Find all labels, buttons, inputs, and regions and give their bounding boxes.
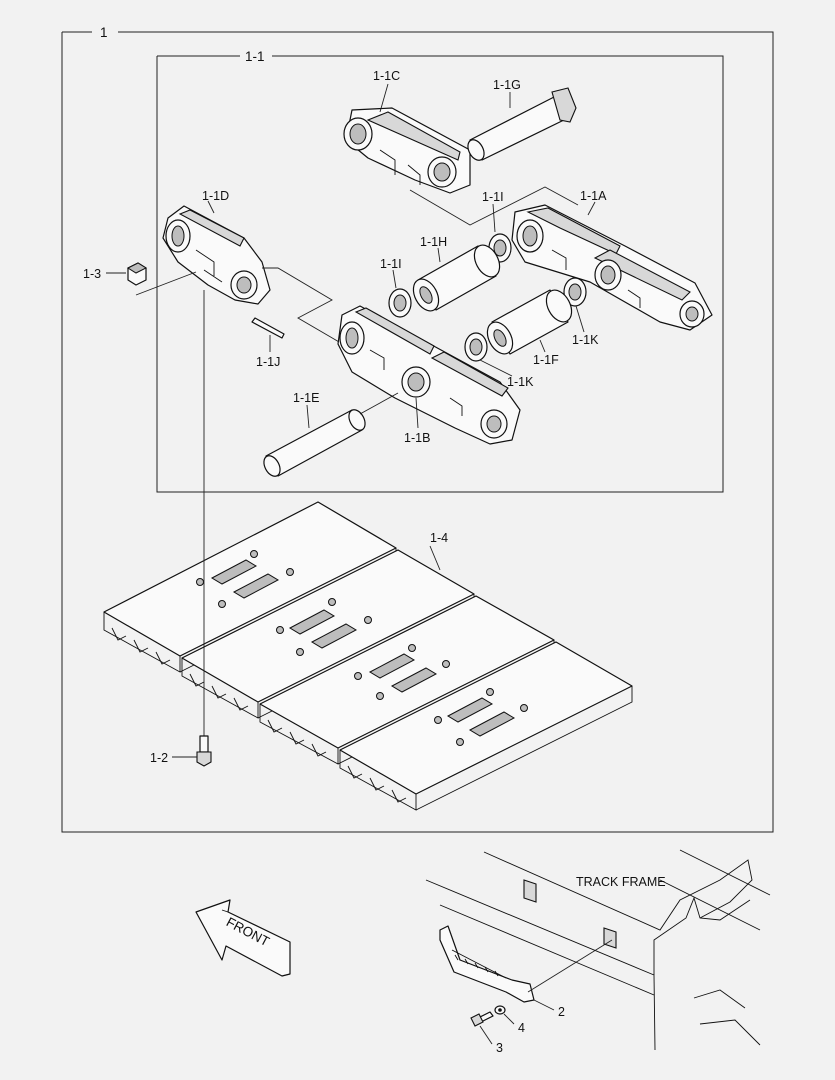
label-link-d: 1-1D: [202, 189, 229, 203]
label-washer: 4: [518, 1021, 525, 1035]
label-seal-i-mid: 1-1I: [380, 257, 402, 271]
sub-assembly-frame: 1-1: [156, 49, 724, 493]
bushing-1-1f: 1-1F: [486, 289, 573, 367]
label-bush-f: 1-1F: [533, 353, 559, 367]
front-direction-arrow: FRONT: [195, 899, 291, 977]
bolt-1-2: 1-2: [150, 290, 212, 767]
label-shoe: 1-4: [430, 531, 448, 545]
track-pin-1-1e: 1-1E: [263, 391, 399, 477]
bushing-1-1h: 1-1H: [412, 235, 501, 312]
bolt-3: 3: [470, 1011, 503, 1055]
track-shoes-1-4: 1-4: [103, 501, 633, 811]
label-nut: 1-3: [83, 267, 101, 281]
label-link-a: 1-1A: [580, 189, 607, 203]
nut-1-3: 1-3: [83, 262, 148, 286]
label-link-b: 1-1B: [404, 431, 430, 445]
label-sub-assembly: 1-1: [245, 49, 265, 64]
seal-ring-1-1i-mid: 1-1I: [380, 257, 412, 318]
label-pin-e: 1-1E: [293, 391, 319, 405]
label-bolt-3: 3: [496, 1041, 503, 1055]
seal-ring-1-1k-right: 1-1K: [563, 277, 599, 347]
label-assembly: 1: [100, 25, 108, 40]
label-bush-h: 1-1H: [420, 235, 447, 249]
track-link-1-1d: 1-1D: [162, 189, 271, 305]
label-track-frame: TRACK FRAME: [576, 875, 666, 889]
seal-ring-1-1k-mid: 1-1K: [464, 332, 534, 389]
label-link-c: 1-1C: [373, 69, 400, 83]
label-pin-g: 1-1G: [493, 78, 521, 92]
label-spring-pin: 1-1J: [256, 355, 280, 369]
label-seal-k-mid: 1-1K: [507, 375, 534, 389]
track-link-1-1c: 1-1C: [343, 69, 471, 194]
label-seal-k-right: 1-1K: [572, 333, 599, 347]
label-seal-i-top: 1-1I: [482, 190, 504, 204]
track-pin-1-1g: 1-1G: [467, 78, 577, 161]
washer-4: 4: [494, 1005, 525, 1035]
assembly-frame: 1: [61, 25, 774, 833]
spring-pin-1-1j: 1-1J: [251, 317, 285, 369]
track-link-1-1b: 1-1B: [337, 305, 521, 445]
label-bolt-1-2: 1-2: [150, 751, 168, 765]
track-frame: TRACK FRAME: [425, 849, 771, 1051]
track-guard-2: 2: [439, 925, 613, 1019]
label-guard: 2: [558, 1005, 565, 1019]
track-link-1-1a: 1-1A: [511, 189, 713, 331]
